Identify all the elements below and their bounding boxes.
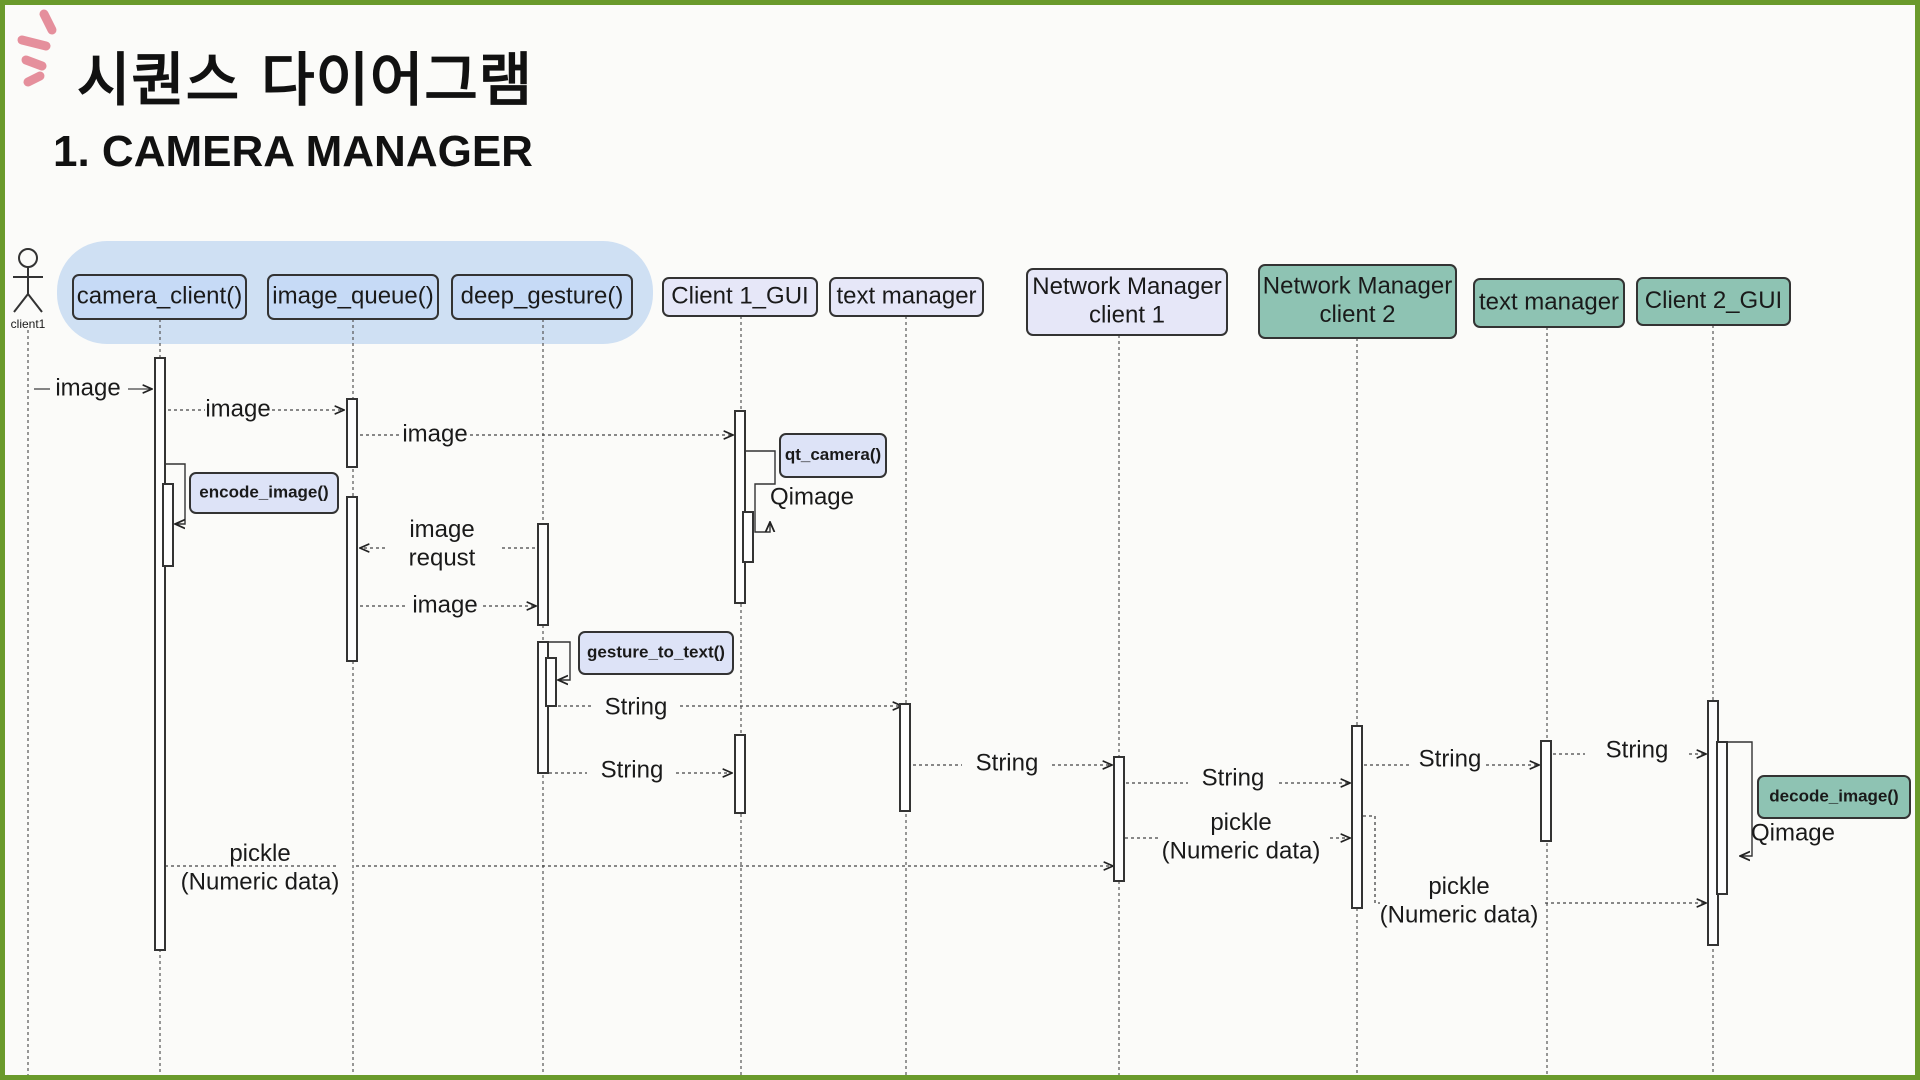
message-label-m1: image [55, 374, 120, 401]
activation-bar [734, 410, 746, 604]
message-label-m15: pickle(Numeric data) [1380, 873, 1539, 928]
message-label-m13: pickle(Numeric data) [181, 840, 340, 895]
participant-label-camera-client: camera_client() [77, 282, 242, 309]
message-label-m4: Qimage [770, 483, 854, 510]
slide-subtitle: 1. CAMERA MANAGER [53, 127, 533, 176]
activation-bar [346, 496, 358, 662]
message-label-m10: String [1202, 764, 1265, 791]
activation-bar [154, 357, 166, 951]
activation-bar [1716, 741, 1728, 895]
participant-box-network-manager-1 [1026, 268, 1228, 336]
participant-box-network-manager-2 [1258, 264, 1457, 339]
method-box-gesture-to-text [578, 631, 734, 675]
logo-stroke [17, 35, 51, 51]
participant-label-text-manager-2: text manager [1479, 288, 1619, 315]
message-label-m3: image [402, 420, 467, 447]
message-label-m11: String [1419, 745, 1482, 772]
participant-box-camera-client [72, 274, 247, 320]
logo-stroke [39, 9, 57, 35]
participant-label-text-manager-1: text manager [836, 282, 976, 309]
activation-bar [545, 657, 557, 707]
participant-label-client1-gui: Client 1_GUI [671, 282, 808, 309]
message-label-m7: String [605, 693, 668, 720]
message-label-m12: String [1606, 736, 1669, 763]
logo-stroke [23, 71, 45, 87]
actor-icon [13, 267, 43, 313]
participant-label-image-queue: image_queue() [272, 282, 433, 309]
logo-stroke [21, 55, 47, 71]
message-label-m2: image [205, 395, 270, 422]
message-label-m16: Qimage [1751, 819, 1835, 846]
message-line [1363, 815, 1380, 904]
method-box-encode-image [189, 472, 339, 514]
participant-box-client1-gui [662, 277, 818, 317]
activation-bar [734, 734, 746, 814]
actor-head [18, 248, 38, 268]
activation-bar [346, 398, 358, 468]
method-label-qt-camera: qt_camera() [785, 445, 881, 464]
method-label-decode-image: decode_image() [1769, 786, 1898, 805]
message-label-m6: image [412, 591, 477, 618]
method-box-qt-camera [779, 433, 887, 478]
participant-box-text-manager-2 [1473, 278, 1625, 328]
activation-bar [1113, 756, 1125, 882]
participant-box-deep-gesture [451, 274, 633, 320]
participant-box-image-queue [267, 274, 439, 320]
method-box-decode-image [1757, 775, 1911, 819]
message-label-m8: String [601, 756, 664, 783]
participant-label-deep-gesture: deep_gesture() [461, 282, 624, 309]
message-label-m14: pickle(Numeric data) [1162, 809, 1321, 864]
self-call-arrow [1720, 741, 1753, 856]
activation-bar [537, 523, 549, 626]
self-call-arrow [165, 463, 186, 524]
slide-title: 시퀀스 다이어그램 [77, 46, 534, 114]
self-call-arrow [745, 450, 776, 533]
participant-box-client2-gui [1636, 277, 1791, 326]
activation-bar [162, 483, 174, 567]
participant-label-client2-gui: Client 2_GUI [1645, 287, 1782, 314]
actor-label: client1 [11, 317, 46, 331]
self-call-arrow [548, 641, 571, 680]
method-label-encode-image: encode_image() [199, 482, 328, 501]
activation-bar [537, 641, 549, 774]
participant-box-text-manager-1 [829, 277, 984, 317]
method-label-gesture-to-text: gesture_to_text() [587, 642, 725, 661]
message-label-m9: String [976, 749, 1039, 776]
activation-bar [1351, 725, 1363, 909]
activation-bar [1540, 740, 1552, 842]
activation-bar [742, 511, 754, 563]
activation-bar [899, 703, 911, 812]
